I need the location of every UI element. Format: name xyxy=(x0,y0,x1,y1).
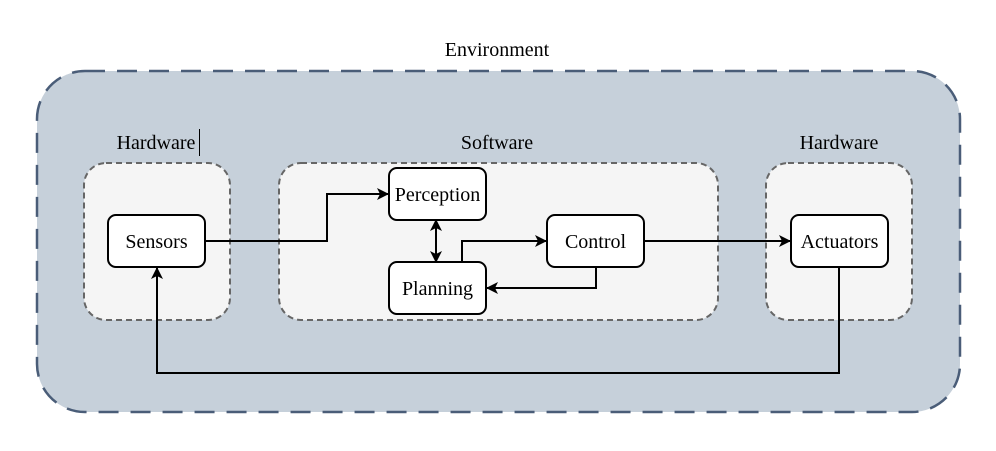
edge-sensors-to-perception xyxy=(205,188,389,242)
node-planning[interactable]: Planning xyxy=(388,261,487,315)
edge-planning-to-control xyxy=(461,235,547,262)
node-perception[interactable]: Perception xyxy=(388,167,487,221)
edge-actuators-to-sensors xyxy=(151,267,840,374)
sensors-label: Sensors xyxy=(125,231,187,253)
hardware-right-label: Hardware xyxy=(800,132,879,154)
node-control[interactable]: Control xyxy=(546,214,645,268)
hardware-left-label: Hardware xyxy=(117,132,196,154)
actuators-label: Actuators xyxy=(801,231,879,253)
software-label: Software xyxy=(461,132,533,154)
node-sensors[interactable]: Sensors xyxy=(107,214,206,268)
node-actuators[interactable]: Actuators xyxy=(790,214,889,268)
perception-label: Perception xyxy=(395,184,481,206)
environment-label: Environment xyxy=(445,39,550,61)
edge-control-to-planning xyxy=(486,267,597,294)
control-label: Control xyxy=(565,231,627,253)
planning-label: Planning xyxy=(402,278,473,300)
